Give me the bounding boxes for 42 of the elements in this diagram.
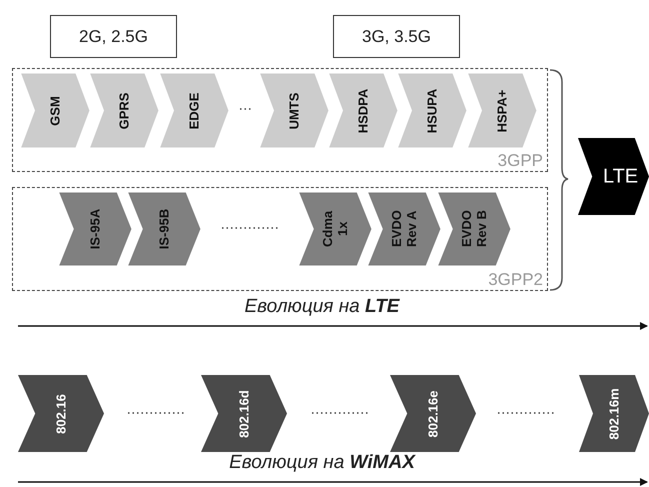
chevron-label: IS-95A <box>88 208 102 250</box>
stage-block <box>390 375 476 452</box>
chevron-label: 802.16 <box>54 394 68 434</box>
group-title: 3GPP2 <box>488 270 543 290</box>
stage-block <box>466 72 538 149</box>
chevron-label: 802.16e <box>426 390 440 437</box>
group-title: 3GPP <box>498 151 543 171</box>
caption-text: Еволюция на WiMAX <box>229 452 415 474</box>
chevron-label: 802.16m <box>606 388 622 440</box>
chevron-label: 802.16d <box>236 390 252 438</box>
stage-block <box>396 72 468 149</box>
chevron-label: HSPA+ <box>494 89 510 132</box>
chevron-label: HSDPA <box>356 88 370 133</box>
stage-block <box>158 72 230 149</box>
stage-block <box>57 191 133 267</box>
stage-block <box>19 72 91 149</box>
stage-block <box>578 138 649 215</box>
chevron-label: GPRS <box>116 92 132 129</box>
chevron-label: Cdma 1x <box>320 210 350 249</box>
chevron-label: HSUPA <box>424 88 440 133</box>
caption-text: Еволюция на LTE <box>244 296 400 318</box>
stage-block <box>88 72 160 149</box>
chevron-label: EVDO Rev A <box>389 210 419 250</box>
chevron-label: EDGE <box>186 92 202 129</box>
stage-block <box>297 191 373 267</box>
dashed-group-frame <box>12 187 548 291</box>
chevron-label: GSM <box>48 96 62 126</box>
chevron-label: IS-95B <box>156 208 172 250</box>
stage-block <box>579 375 649 452</box>
stage-block <box>126 191 202 267</box>
stage-block <box>258 72 330 149</box>
generation-label: 3G, 3.5G <box>333 15 460 58</box>
generation-label: 2G, 2.5G <box>50 15 177 58</box>
stage-block <box>436 191 512 267</box>
chevron-label: EVDO Rev B <box>459 210 489 250</box>
chevron-label: UMTS <box>286 92 302 129</box>
stage-block <box>18 375 104 452</box>
chevron-label: LTE <box>602 169 638 184</box>
stage-block <box>366 191 442 267</box>
stage-block <box>327 72 399 149</box>
dashed-group-frame <box>12 68 548 172</box>
stage-block <box>201 375 287 452</box>
